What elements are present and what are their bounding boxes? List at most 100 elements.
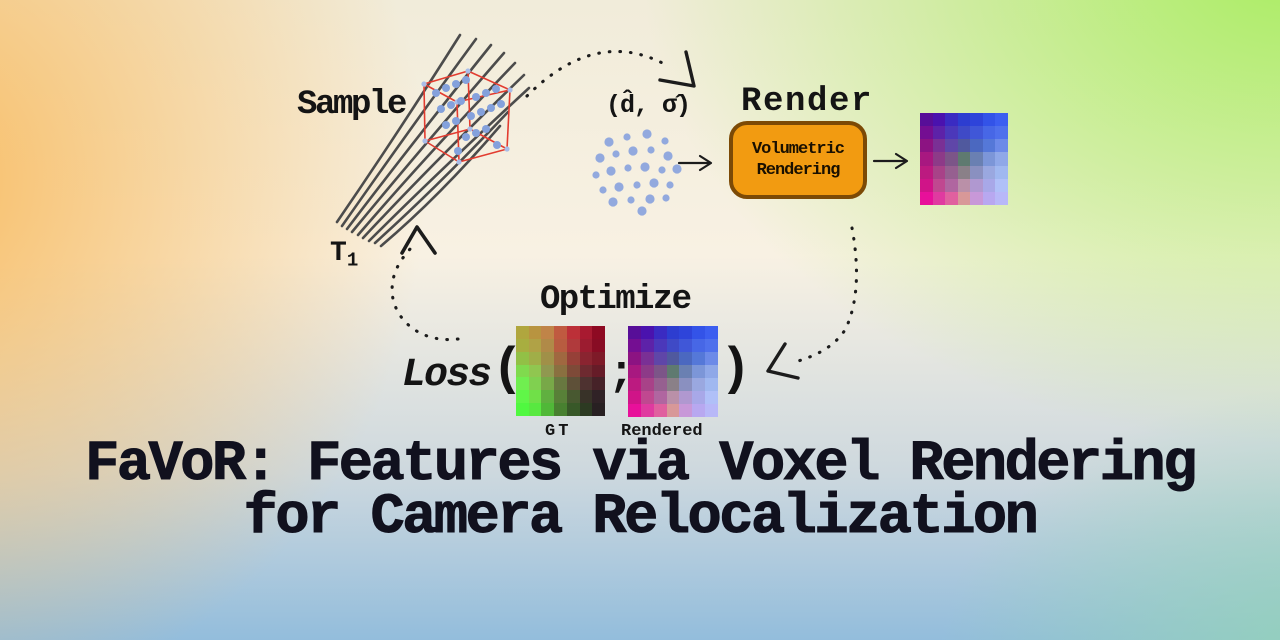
patch-cell [945, 165, 958, 179]
patch-cell [679, 326, 693, 339]
patch-cell [920, 178, 933, 192]
patch-cell [653, 326, 667, 339]
patch-cell [957, 152, 971, 166]
patch-cell [528, 403, 542, 416]
patch-cell [579, 351, 593, 365]
direction-density-label: (d̂, σ̂) [606, 91, 691, 120]
patch-cell [679, 391, 693, 404]
sampled-point [457, 97, 465, 105]
patch-cell [945, 126, 958, 140]
patch-cell [692, 391, 706, 404]
patch-cell [528, 338, 542, 352]
patch-cell [932, 191, 946, 205]
patch-cell [920, 152, 933, 166]
patch-cell [592, 377, 605, 391]
arrowhead [658, 50, 696, 88]
patch-cell [592, 326, 605, 339]
patch-cell [932, 178, 946, 192]
patch-cell [653, 365, 667, 378]
patch-cell [516, 390, 529, 404]
patch-cell [628, 404, 641, 417]
patch-cell [945, 191, 958, 205]
feature-point [658, 166, 666, 174]
feature-point [592, 171, 600, 179]
feature-point [608, 197, 618, 207]
sample-label: Sample [297, 86, 407, 124]
patch-cell [920, 191, 933, 205]
patch-cell [982, 139, 996, 153]
patch-cell [920, 139, 933, 153]
arrowhead [400, 225, 437, 255]
patch-cell [705, 339, 718, 352]
feature-point [612, 150, 620, 158]
patch-cell [982, 126, 996, 140]
patch-cell [982, 152, 996, 166]
patch-cell [692, 378, 706, 391]
feature-point [595, 153, 605, 163]
sampled-point [472, 93, 480, 101]
patch-cell [541, 326, 555, 339]
gt-label: GT [545, 422, 572, 441]
patch-cell [945, 113, 958, 127]
rendered-label: Rendered [621, 422, 703, 441]
sampled-point [452, 117, 460, 125]
patch-cell [995, 113, 1008, 127]
optimize-feedback-arrow [390, 225, 460, 342]
cube-vertex [456, 159, 462, 165]
patch-cell [516, 326, 529, 339]
gt-patch [516, 326, 605, 416]
patch-cell [957, 113, 971, 127]
feature-point [666, 181, 674, 189]
patch-cell [679, 339, 693, 352]
sampled-point [437, 105, 445, 113]
patch-cell [528, 377, 542, 391]
patch-cell [982, 113, 996, 127]
patch-cell [592, 364, 605, 378]
cube-vertex [465, 68, 471, 74]
feature-point [628, 146, 638, 156]
patch-cell [579, 338, 593, 352]
patch-cell [932, 152, 946, 166]
feature-point [599, 186, 607, 194]
feature-point [649, 178, 659, 188]
patch-cell [982, 191, 996, 205]
patch-cell [692, 365, 706, 378]
patch-cell [982, 165, 996, 179]
patch-cell [592, 390, 605, 404]
feature-point [672, 164, 682, 174]
patch-cell [666, 378, 680, 391]
patch-cell [920, 126, 933, 140]
patch-cell [920, 113, 933, 127]
patch-cell [516, 377, 529, 391]
sampled-point [432, 89, 440, 97]
feature-point [662, 194, 670, 202]
patch-cell [579, 390, 593, 404]
patch-cell [566, 364, 580, 378]
patch-cell [692, 404, 706, 417]
patch-cell [566, 351, 580, 365]
sampled-point [493, 141, 501, 149]
patch-cell [679, 404, 693, 417]
sampled-point [462, 76, 470, 84]
patch-cell [554, 377, 567, 391]
sampled-voxel-points [432, 76, 505, 155]
cube-vertex [421, 81, 427, 87]
feature-point [661, 137, 669, 145]
patch-cell [516, 364, 529, 378]
patch-cell [628, 391, 641, 404]
patch-cell [679, 378, 693, 391]
patch-cell [528, 364, 542, 378]
feature-point [604, 137, 614, 147]
patch-cell [666, 391, 680, 404]
patch-cell [666, 365, 680, 378]
feature-point [623, 133, 631, 141]
sampled-point [442, 121, 450, 129]
patch-cell [628, 352, 641, 365]
patch-cell [705, 404, 718, 417]
patch-cell [541, 390, 555, 404]
optimize-label: Optimize [540, 281, 692, 319]
patch-cell [541, 351, 555, 365]
patch-cell [932, 165, 946, 179]
sampled-point [482, 125, 490, 133]
patch-cell [692, 352, 706, 365]
